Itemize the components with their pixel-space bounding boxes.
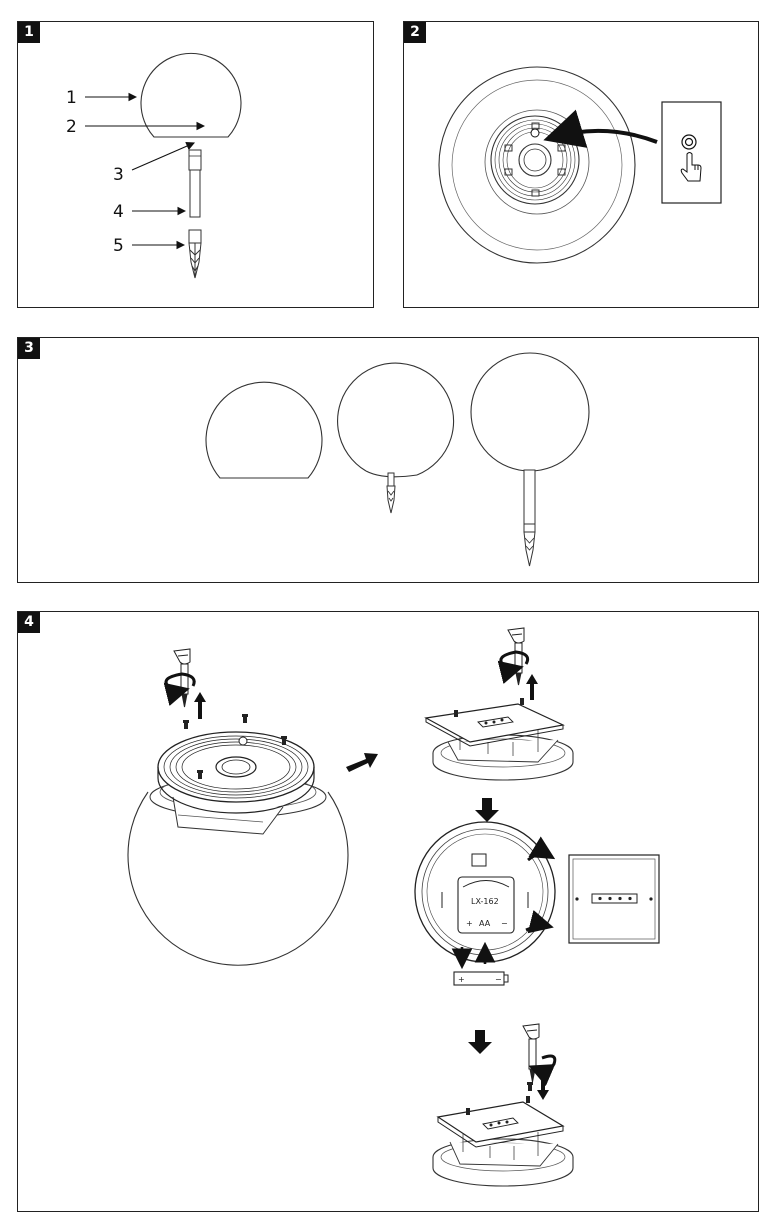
panel-4-battery-replacement: 4	[17, 611, 759, 1212]
svg-text:−: −	[495, 975, 502, 984]
svg-text:2: 2	[66, 117, 77, 137]
svg-text:5: 5	[113, 236, 124, 256]
svg-text:4: 4	[113, 202, 124, 222]
finger-icon	[680, 152, 702, 182]
callout-3: 3	[113, 142, 196, 185]
configurations-diagram	[205, 352, 590, 567]
switch-diagram	[438, 66, 722, 264]
panel-3-badge: 3	[18, 338, 40, 359]
svg-text:+: +	[466, 919, 473, 928]
parts-diagram: 1 2 3 4 5	[66, 52, 242, 279]
ground-spike	[188, 229, 202, 279]
panel-2-badge: 2	[404, 22, 426, 43]
callout-2: 2	[66, 117, 206, 137]
globe-with-tube-and-spike	[470, 352, 590, 567]
switch-button-small	[530, 128, 540, 138]
rotate-arrow-icon	[525, 910, 554, 934]
panel-1-parts: 1 1 2 3	[17, 21, 374, 308]
extension-tube	[189, 169, 201, 218]
svg-text:1: 1	[66, 88, 77, 108]
switch-icon	[681, 134, 697, 150]
callout-4: 4	[113, 202, 187, 222]
pcb-detail-box	[568, 854, 660, 944]
callout-1: 1	[66, 88, 138, 108]
lamp-with-module	[127, 648, 349, 966]
switch-detail-box	[661, 101, 722, 204]
svg-text:3: 3	[113, 165, 124, 185]
globe-with-spike	[337, 362, 455, 514]
up-arrow	[194, 692, 206, 719]
svg-text:AA: AA	[479, 919, 491, 928]
rotate-arrow-icon	[497, 650, 530, 685]
rotate-arrow-icon	[163, 672, 196, 707]
panel-1-badge: 1	[18, 22, 40, 43]
panel-2-switch: 2	[403, 21, 759, 308]
up-arrow	[526, 674, 538, 700]
panel-4-badge: 4	[18, 612, 40, 633]
panel-3-configurations: 3	[17, 337, 759, 583]
module-reassembled	[432, 1023, 574, 1187]
module-top-plate-raised	[424, 627, 574, 781]
screwdriver-icon	[522, 1023, 540, 1083]
step-arrow-right	[346, 753, 378, 772]
globe-standalone	[205, 381, 323, 479]
screwdriver-icon	[173, 648, 191, 708]
battery-holder: LX-162 + AA −	[457, 876, 515, 934]
globe-shade	[140, 52, 242, 138]
module-bottom-view: LX-162 + AA −	[414, 821, 556, 970]
step-arrow-down	[475, 798, 499, 822]
step-arrow-down-2	[468, 1030, 492, 1054]
svg-text:+: +	[458, 975, 465, 984]
screw-icon	[183, 714, 287, 779]
down-arrow	[537, 1072, 549, 1100]
curved-arrow	[543, 109, 658, 148]
solar-module-top	[157, 731, 315, 814]
svg-text:LX-162: LX-162	[471, 897, 499, 906]
rotate-arrow-icon	[527, 836, 556, 862]
screwdriver-icon	[507, 627, 525, 686]
screw-icon	[527, 1082, 533, 1091]
rotate-arrow-icon	[528, 1054, 557, 1087]
aa-battery: + −	[453, 971, 509, 986]
callout-5: 5	[113, 236, 186, 256]
connector	[188, 149, 202, 171]
battery-replacement-diagram: LX-162 + AA − + −	[127, 627, 660, 1187]
svg-text:−: −	[501, 919, 508, 928]
